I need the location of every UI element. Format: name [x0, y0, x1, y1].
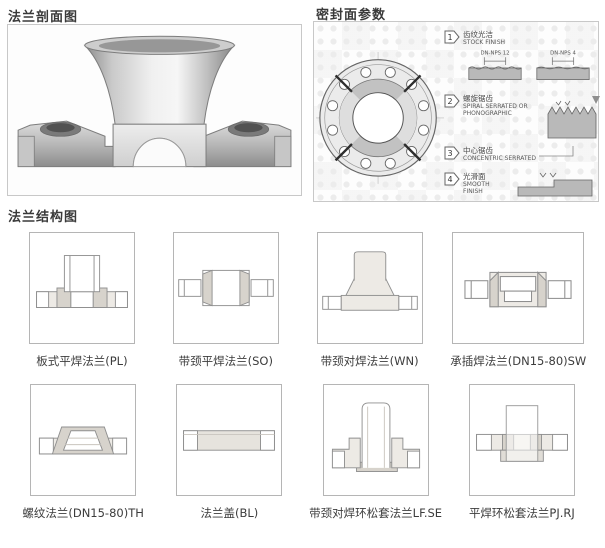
flange-diagram-box	[452, 232, 585, 344]
flange-cell-so: 带颈平焊法兰(SO)	[154, 232, 298, 369]
flange-diagram-pjrj-icon	[475, 405, 568, 462]
svg-text:DN-NPS 4: DN-NPS 4	[550, 50, 576, 56]
flange-cell-pjrj: 平焊环松套法兰PJ.RJ	[449, 384, 595, 521]
stock-finish-block-right: DN-NPS 4	[536, 50, 590, 80]
cross-section-title: 法兰剖面图	[8, 10, 79, 25]
flange-diagram-box	[322, 384, 429, 496]
structure-title: 法兰结构图	[8, 210, 79, 225]
finish-list: 1 齿纹光洁 STOCK FINISH DN-NPS 12 DN-NPS 4	[442, 24, 600, 200]
finish-en-label: SMOOTH FINISH	[463, 181, 490, 195]
concentric-connector-line	[538, 146, 574, 157]
finish-number-marker: 4	[444, 172, 460, 186]
svg-text:1: 1	[447, 33, 452, 42]
flange-cell-pl: 板式平焊法兰(PL)	[10, 232, 154, 369]
flange-face-diagram	[316, 51, 444, 184]
stock-finish-block-left: DN-NPS 12	[468, 50, 522, 80]
flange-caption: 平焊环松套法兰PJ.RJ	[468, 506, 575, 520]
flange-diagram-box	[316, 232, 423, 344]
flange-grid-row1: 板式平焊法兰(PL) 带颈平焊法兰(SO)	[0, 232, 605, 369]
sealing-params-title: 密封面参数	[316, 8, 387, 23]
finish-cn-label: 光滑面	[463, 172, 486, 181]
svg-text:2: 2	[447, 97, 452, 106]
flange-caption: 带颈平焊法兰(SO)	[178, 354, 273, 368]
flange-cell-th: 螺纹法兰(DN15-80)TH	[10, 384, 156, 521]
flange-diagram-box	[28, 232, 135, 344]
cross-section-panel	[7, 24, 302, 196]
flange-cell-sw: 承插焊法兰(DN15-80)SW	[442, 232, 595, 369]
flange-diagram-box	[172, 232, 279, 344]
finish-item-stock: 1 齿纹光洁 STOCK FINISH DN-NPS 12 DN-NPS 4	[444, 30, 595, 84]
flange-cell-wn: 带颈对焊法兰(WN)	[298, 232, 442, 369]
flange-caption: 螺纹法兰(DN15-80)TH	[22, 506, 144, 520]
finish-number-marker: 1	[444, 30, 460, 44]
flange-diagram-box	[468, 384, 575, 496]
finish-item-concentric: 3 中心锯齿 CONCENTRIC SERRATED	[444, 146, 587, 162]
finish-item-spiral: 2 螺旋锯齿 SPIRAL SERRATED OR PHONOGRAPHIC	[444, 94, 602, 140]
flange-grid-row2: 螺纹法兰(DN15-80)TH 法兰盖(BL)	[0, 384, 605, 521]
flange-caption: 板式平焊法兰(PL)	[36, 354, 128, 368]
flange-diagram-sw-icon	[464, 271, 572, 308]
flange-cutaway-photo	[17, 35, 292, 168]
smooth-finish-block	[517, 172, 593, 197]
finish-number-marker: 3	[444, 146, 460, 160]
flange-diagram-box	[30, 384, 137, 496]
finish-en-label: STOCK FINISH	[463, 39, 506, 46]
flange-caption: 承插焊法兰(DN15-80)SW	[450, 354, 587, 368]
quadrant-lines	[334, 74, 422, 162]
flange-cell-lfse: 带颈对焊环松套法兰LF.SE	[303, 384, 449, 521]
flange-diagram-bl-icon	[183, 430, 276, 451]
finish-cn-label: 螺旋锯齿	[463, 94, 493, 103]
svg-text:4: 4	[447, 175, 452, 184]
finish-en-label: SPIRAL SERRATED OR PHONOGRAPHIC	[463, 103, 528, 117]
flange-diagram-box	[176, 384, 283, 496]
flange-diagram-so-icon	[178, 269, 274, 307]
finish-en-label: CONCENTRIC SERRATED	[463, 155, 536, 162]
spiral-serrated-block	[547, 96, 600, 139]
flange-caption: 带颈对焊环松套法兰LF.SE	[309, 506, 443, 520]
flange-diagram-th-icon	[39, 426, 128, 455]
flange-diagram-pl-icon	[36, 255, 128, 308]
svg-text:DN-NPS 12: DN-NPS 12	[480, 50, 509, 56]
finish-item-smooth: 4 光滑面 SMOOTH FINISH	[444, 172, 598, 198]
finish-cn-label: 齿纹光洁	[463, 30, 493, 39]
finish-cn-label: 中心锯齿	[463, 146, 493, 155]
flange-cell-bl: 法兰盖(BL)	[156, 384, 302, 521]
flange-caption: 法兰盖(BL)	[200, 506, 259, 520]
svg-text:3: 3	[447, 149, 452, 158]
flange-diagram-lfse-icon	[331, 402, 420, 472]
sealing-params-panel: 1 齿纹光洁 STOCK FINISH DN-NPS 12 DN-NPS 4	[313, 21, 600, 202]
flange-caption: 带颈对焊法兰(WN)	[320, 354, 419, 368]
finish-number-marker: 2	[444, 94, 460, 108]
flange-diagram-wn-icon	[321, 251, 418, 311]
